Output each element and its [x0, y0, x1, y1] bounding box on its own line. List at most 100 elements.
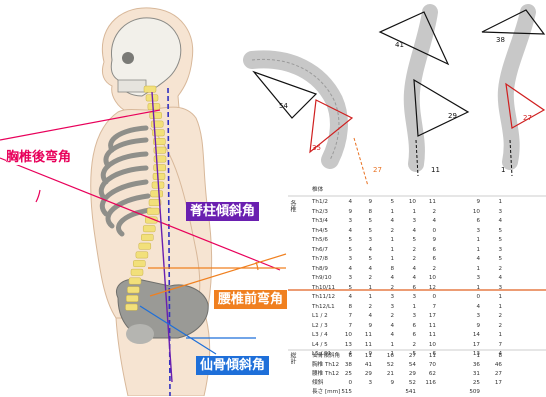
table-cell: 9 — [338, 208, 352, 217]
table-cell: 2 — [488, 322, 502, 331]
vertebra — [148, 103, 160, 109]
table-cell: 10 — [466, 208, 480, 217]
table-cell: 9 — [466, 198, 480, 207]
table-cell: 4 — [380, 274, 394, 283]
table-cell: 2 — [488, 265, 502, 274]
table-cell: 5 — [488, 236, 502, 245]
xray-middle-upper-angle: 41 — [395, 41, 404, 49]
table-cell: 1 — [380, 255, 394, 264]
table-cell: 4 — [422, 217, 436, 226]
table-cell: 5 — [402, 236, 416, 245]
row-label: Th1/2 — [312, 198, 328, 207]
vertebra — [150, 112, 162, 118]
vertebra — [136, 252, 148, 258]
table-cell: 5 — [358, 255, 372, 264]
row-label: Th3/4 — [312, 217, 328, 226]
row-label: 胸椎 Th12 — [312, 361, 339, 370]
table-cell: 10 — [338, 331, 352, 340]
table-row: Th11/124133001 — [288, 293, 544, 302]
xray-left-slope: 27 — [373, 166, 382, 174]
vertebra — [151, 191, 163, 197]
table-cell: 7 — [338, 322, 352, 331]
table-cell: 4 — [402, 265, 416, 274]
table-cell: 52 — [402, 379, 416, 388]
table-cell: 4 — [338, 198, 352, 207]
table-cell: 2 — [358, 303, 372, 312]
row-label: 仙骨傾斜角 — [312, 352, 340, 361]
table-cell: 21 — [380, 370, 394, 379]
vertebra — [153, 173, 165, 179]
table-cell: 3 — [380, 293, 394, 302]
table-cell: 10 — [422, 341, 436, 350]
xray-left-upper-angle: 54 — [279, 102, 288, 110]
xray-left-lower-angle: 35 — [312, 144, 321, 152]
xray-right-upper-angle: 38 — [496, 36, 505, 44]
table-cell: 46 — [488, 361, 502, 370]
table-cell: 4 — [358, 312, 372, 321]
table-header-label: 椎体 — [312, 186, 323, 195]
table-cell: 1 — [466, 265, 480, 274]
row-label: Th6/7 — [312, 246, 328, 255]
vertebra — [126, 295, 138, 301]
table-cell: 1 — [380, 341, 394, 350]
vertebra — [129, 278, 141, 284]
table-cell: 3 — [358, 379, 372, 388]
table-cell: 1 — [488, 293, 502, 302]
table-cell: 9 — [466, 322, 480, 331]
table-cell: 17 — [466, 341, 480, 350]
table-cell: 6 — [402, 284, 416, 293]
table-cell: 9 — [422, 236, 436, 245]
label-lumbar-lordosis: 腰椎前弯角 — [214, 290, 287, 309]
table-cell: 5 — [338, 246, 352, 255]
table-cell: 1 — [488, 331, 502, 340]
table-cell: 2 — [402, 341, 416, 350]
vertebra — [126, 304, 138, 310]
table-cell: 1 — [402, 208, 416, 217]
table-cell: 7 — [338, 312, 352, 321]
table-cell: 29 — [358, 370, 372, 379]
table-cell: 7 — [422, 303, 436, 312]
table-cell: 3 — [402, 217, 416, 226]
table-cell: 3 — [488, 208, 502, 217]
table-cell: 116 — [422, 379, 436, 388]
vertebra — [141, 234, 153, 240]
table-cell: 3 — [488, 246, 502, 255]
table-cell: 4 — [338, 227, 352, 236]
row-label: Th5/6 — [312, 236, 328, 245]
table-cell: 2 — [380, 227, 394, 236]
table-cell: 6 — [402, 331, 416, 340]
table-cell: 2 — [402, 255, 416, 264]
row-label: L2 / 3 — [312, 322, 328, 331]
table-cell: 1 — [466, 246, 480, 255]
table-cell: 17 — [422, 312, 436, 321]
table-cell: 4 — [402, 274, 416, 283]
xray-middle-slope: 11 — [431, 166, 440, 174]
row-label: Th4/5 — [312, 227, 328, 236]
table-cell: 1 — [380, 246, 394, 255]
table-cell: 2 — [358, 274, 372, 283]
table-cell: 4 — [358, 246, 372, 255]
table-cell: 10 — [422, 274, 436, 283]
row-label: L4 / 5 — [312, 341, 328, 350]
table-row: Th5/65315915 — [288, 236, 544, 245]
table-cell: 1 — [358, 293, 372, 302]
row-label: Th10/11 — [312, 284, 335, 293]
label-thoracic-kyphosis: 胸椎後弯角 — [6, 150, 71, 165]
table-cell: 1 — [380, 236, 394, 245]
table-cell: 1 — [466, 236, 480, 245]
table-cell: 11 — [422, 331, 436, 340]
table-cell: 6 — [402, 322, 416, 331]
xray-middle — [380, 12, 468, 176]
vertebra — [139, 243, 151, 249]
table-cell: 5 — [488, 255, 502, 264]
table-cell: 1 — [466, 284, 480, 293]
table-cell: 8 — [358, 208, 372, 217]
table-cell: 1 — [402, 303, 416, 312]
